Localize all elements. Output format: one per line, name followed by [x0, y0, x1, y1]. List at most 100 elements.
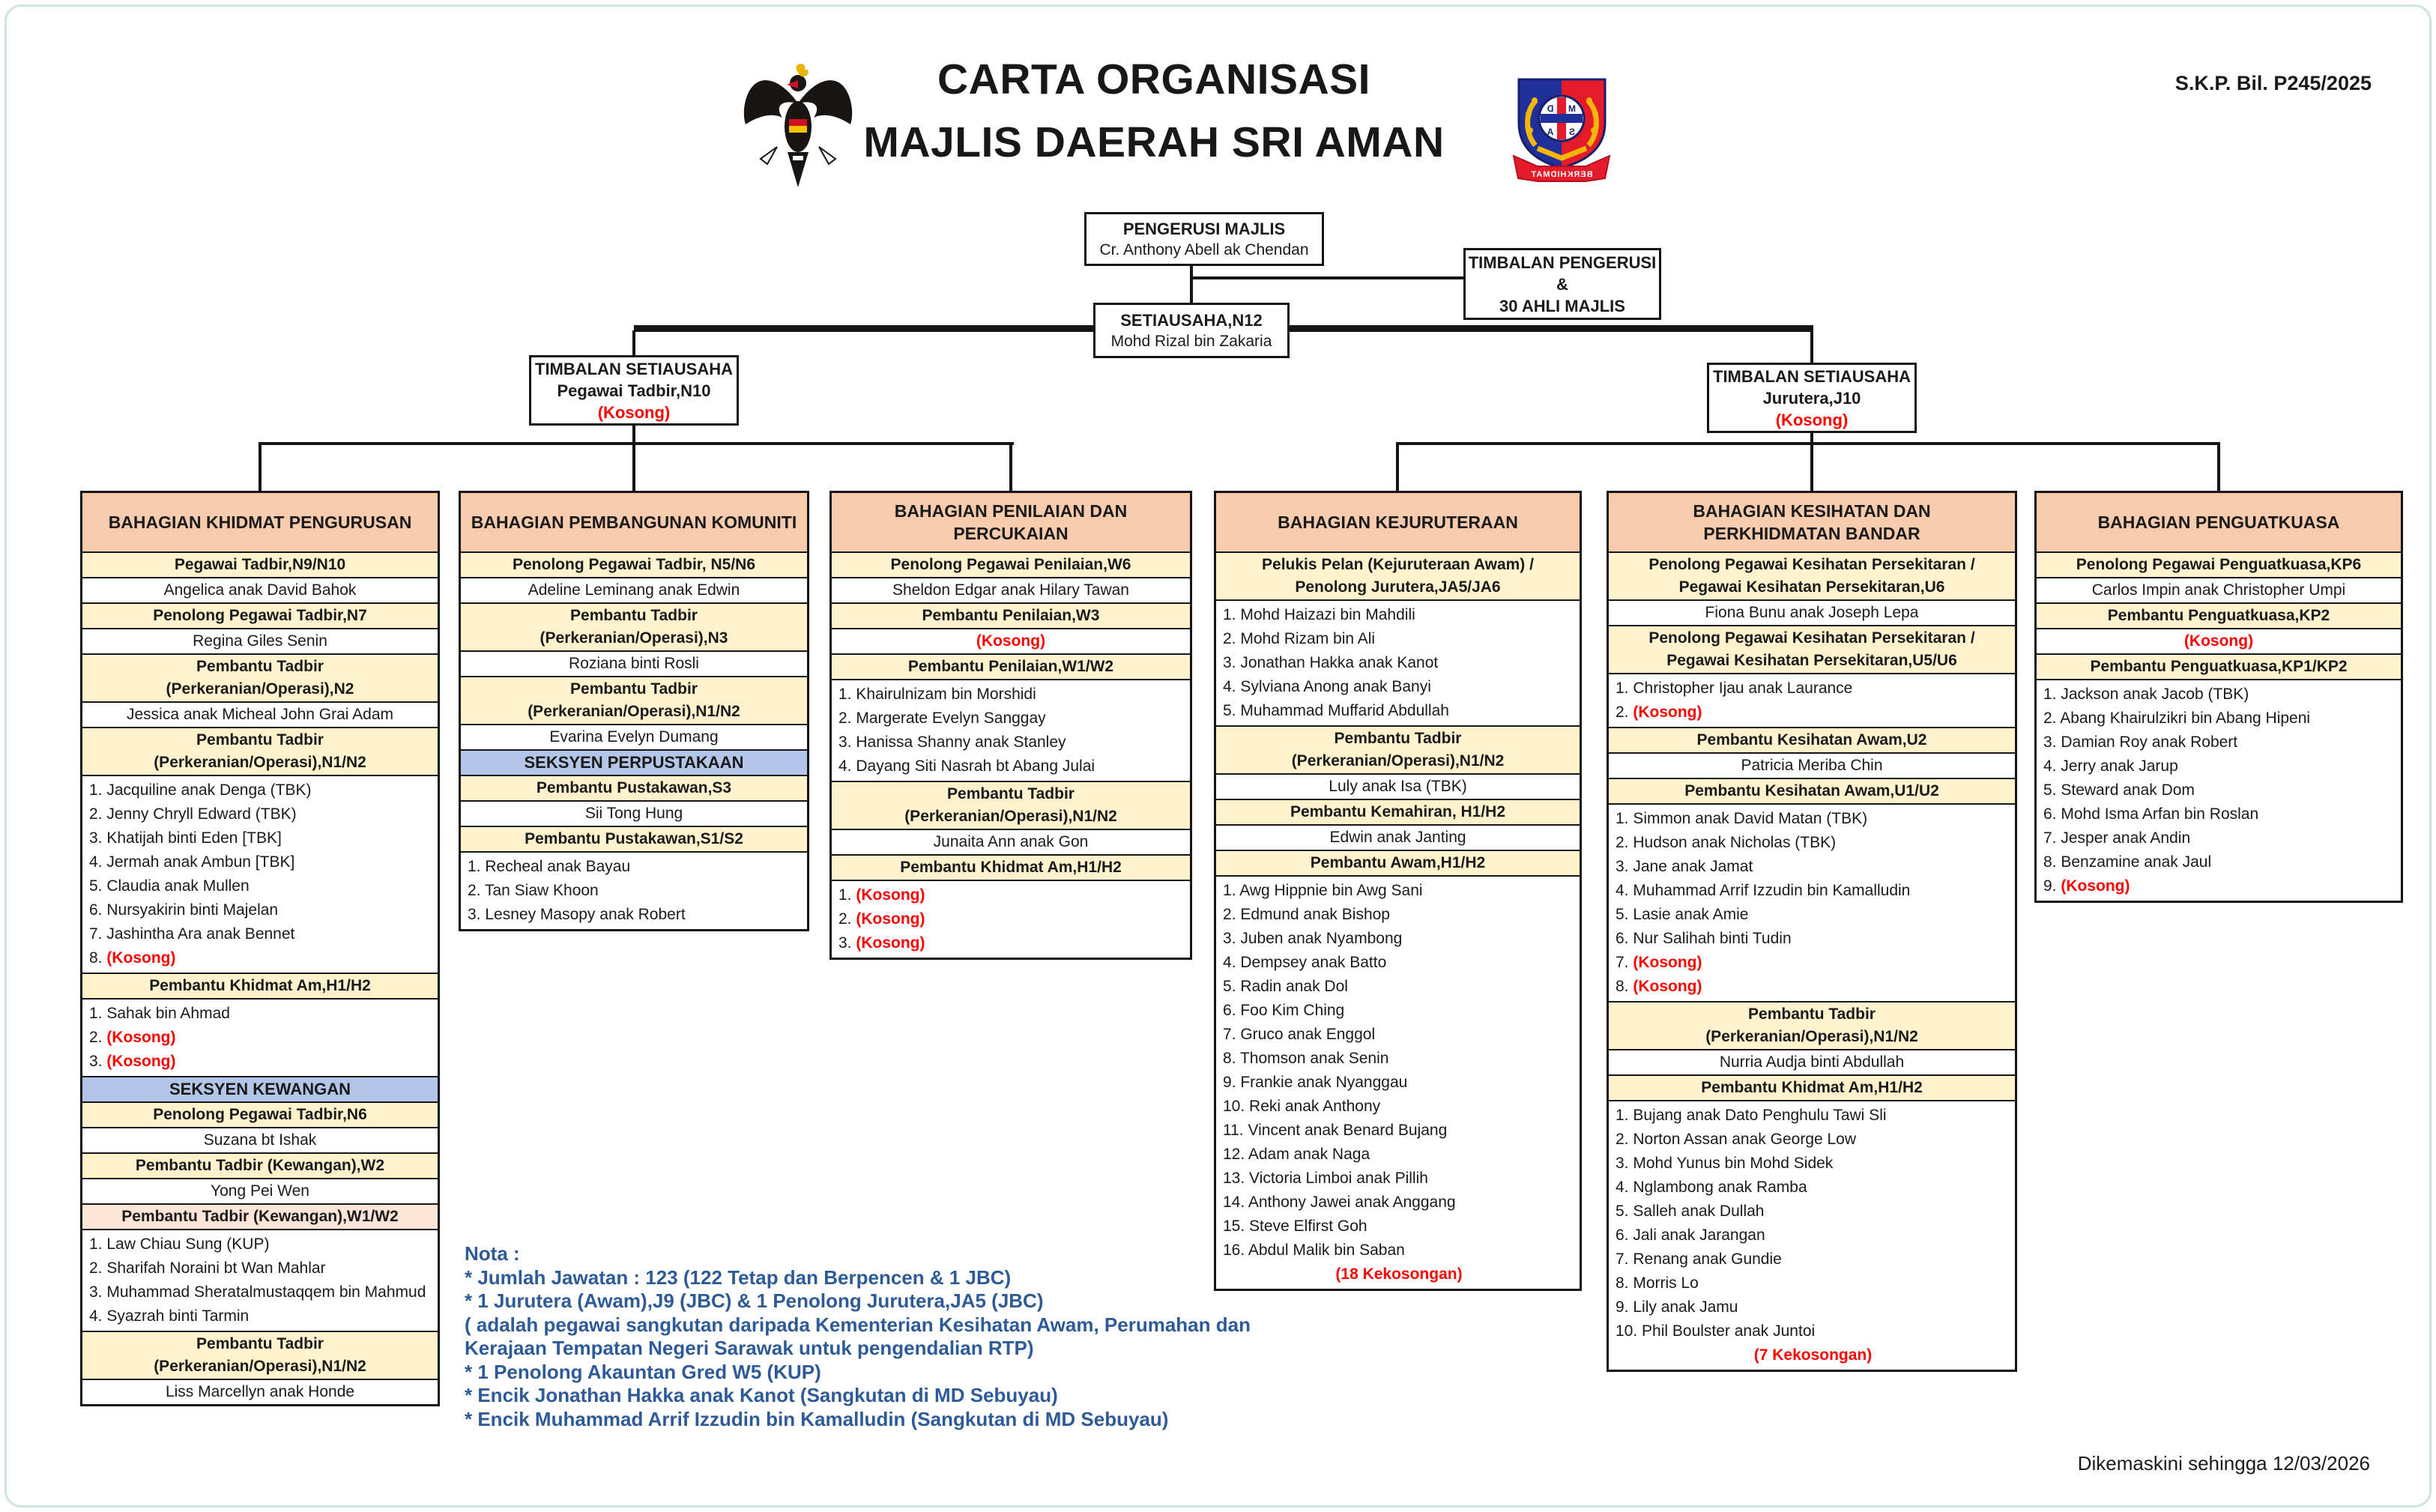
staff-list-item: 7. Gruco anak Enggol [1223, 1026, 1376, 1043]
staff-list-item: 11. Vincent anak Benard Bujang [1223, 1122, 1448, 1139]
role-header: Pembantu Tadbir(Perkeranian/Operasi),N1/… [461, 676, 807, 724]
role-header: Penolong Pegawai Tadbir, N5/N6 [461, 551, 807, 577]
staff-list: 1. Law Chiau Sung (KUP) 2. Sharifah Norai… [82, 1229, 438, 1331]
svg-text:D: D [1547, 103, 1553, 114]
svg-text:A: A [1547, 127, 1553, 137]
staff-list-item: 16. Abdul Malik bin Saban [1223, 1242, 1405, 1259]
bahagian-header: BAHAGIAN KEJURUTERAAN [1216, 493, 1580, 551]
staff-list-item: 2. (Kosong) [1616, 704, 1702, 721]
role-header: Pembantu Kemahiran, H1/H2 [1216, 799, 1580, 824]
ts-left-role: Pegawai Tadbir,N10 [557, 381, 711, 400]
role-header: Pembantu Tadbir(Perkeranian/Operasi),N1/… [1216, 725, 1580, 773]
section-header: SEKSYEN KEWANGAN [82, 1076, 438, 1101]
staff-name: Carlos Impin anak Christopher Umpi [2037, 577, 2401, 602]
bahagian-header: BAHAGIAN PENGUATKUASA [2037, 493, 2401, 551]
staff-list-item: 1. Mohd Haizazi bin Mahdili [1223, 606, 1415, 623]
staff-list-item: 2. (Kosong) [838, 910, 925, 928]
role-header: Pembantu Kesihatan Awam,U1/U2 [1609, 778, 2015, 803]
role-header: Pembantu Tadbir(Perkeranian/Operasi),N1/… [1609, 1001, 2015, 1049]
staff-list-item: 2. Tan Siaw Khoon [468, 882, 599, 899]
role-header: Penolong Pegawai Kesihatan Persekitaran … [1609, 551, 2015, 599]
vacancy-count: (18 Kekosongan) [1335, 1265, 1463, 1283]
connector-line [1810, 444, 1813, 491]
staff-list-item: 5. Radin anak Dol [1223, 978, 1348, 995]
staff-list-item: 2. Sharifah Noraini bt Wan Mahlar [89, 1260, 326, 1277]
staff-list-item: 7. Renang anak Gundie [1616, 1251, 1782, 1268]
role-header: Pembantu Tadbir(Perkeranian/Operasi),N1/… [82, 727, 438, 775]
staff-list-item: 3. Jonathan Hakka anak Kanot [1223, 654, 1439, 671]
staff-list-item: 3. Lesney Masopy anak Robert [468, 906, 686, 923]
role-header: Penolong Pegawai Kesihatan Persekitaran … [1609, 625, 2015, 673]
role-header: Pembantu Tadbir(Perkeranian/Operasi),N3 [461, 602, 807, 650]
staff-list-item: 2. Edmund anak Bishop [1223, 906, 1390, 923]
staff-list-item: 3. Jane anak Jamat [1616, 858, 1753, 875]
staff-list-item: 8. (Kosong) [89, 949, 176, 967]
staff-name: Luly anak Isa (TBK) [1216, 773, 1580, 799]
role-header: Pembantu Penilaian,W1/W2 [832, 653, 1190, 679]
ts-left-title: TIMBALAN SETIAUSAHA [535, 359, 733, 378]
staff-list-item: 5. Salleh anak Dullah [1616, 1203, 1765, 1220]
staff-list-item: 2. Jenny Chryll Edward (TBK) [89, 805, 297, 823]
setiausaha-name: Mohd Rizal bin Zakaria [1110, 332, 1272, 350]
staff-list-item: 1. Law Chiau Sung (KUP) [89, 1236, 270, 1253]
staff-list-item: 6. Nursyakirin binti Majelan [89, 901, 279, 919]
staff-list-item: 5. Lasie anak Amie [1616, 906, 1749, 923]
staff-list-item: 1. Jacquiline anak Denga (TBK) [89, 781, 312, 799]
staff-name: Sheldon Edgar anak Hilary Tawan [832, 577, 1190, 602]
connector-line [632, 444, 635, 491]
connector-line [1396, 442, 2220, 445]
staff-list-item: 7. Jesper anak Andin [2043, 829, 2191, 847]
staff-list-item: 4. Jerry anak Jarup [2043, 757, 2178, 775]
staff-list-item: 5. Muhammad Muffarid Abdullah [1223, 702, 1449, 719]
staff-name: Edwin anak Janting [1216, 824, 1580, 850]
staff-list-item: 9. (Kosong) [2043, 877, 2130, 895]
staff-list-item: 8. Morris Lo [1616, 1274, 1699, 1292]
timbalan-setiausaha-left-box: TIMBALAN SETIAUSAHA Pegawai Tadbir,N10 (… [529, 355, 739, 426]
role-header: Pembantu Khidmat Am,H1/H2 [832, 854, 1190, 880]
staff-list-item: 8. (Kosong) [1616, 978, 1702, 995]
staff-list: 1. Jacquiline anak Denga (TBK) 2. Jenny C… [82, 775, 438, 973]
nota-line: Kerajaan Tempatan Negeri Sarawak untuk p… [465, 1337, 1034, 1359]
staff-name: Evarina Evelyn Dumang [461, 724, 807, 749]
staff-name: Regina Giles Senin [82, 628, 438, 653]
staff-name: (Kosong) [832, 628, 1190, 653]
role-header: Pembantu Tadbir (Kewangan),W2 [82, 1152, 438, 1178]
staff-name: Junaita Ann anak Gon [832, 829, 1190, 854]
nota-line: * 1 Jurutera (Awam),J9 (JBC) & 1 Penolon… [465, 1289, 1044, 1312]
staff-list: 1. Simmon anak David Matan (TBK)2. Hudso… [1609, 803, 2015, 1001]
ts-right-role: Jurutera,J10 [1762, 388, 1861, 408]
role-header: Pembantu Khidmat Am,H1/H2 [82, 973, 438, 998]
role-header: Pegawai Tadbir,N9/N10 [82, 551, 438, 577]
page-title-line1: CARTA ORGANISASI [937, 55, 1370, 103]
nota-heading: Nota : [465, 1242, 520, 1265]
staff-list-item: 3. (Kosong) [89, 1053, 176, 1070]
staff-list-item: 4. Jermah anak Ambun [TBK] [89, 853, 295, 871]
staff-list-item: 1. Recheal anak Bayau [468, 858, 631, 875]
staff-list-item: 10. Reki anak Anthony [1223, 1098, 1381, 1115]
staff-name: Patricia Meriba Chin [1609, 752, 2015, 778]
role-header: Penolong Pegawai Tadbir,N6 [82, 1101, 438, 1127]
nota-block: Nota : * Jumlah Jawatan : 123 (122 Tetap… [465, 1242, 1304, 1431]
role-header: Pembantu Pustakawan,S1/S2 [461, 826, 807, 851]
role-header: Pembantu Tadbir(Perkeranian/Operasi),N1/… [82, 1331, 438, 1379]
staff-list-item: 7. Jashintha Ara anak Bennet [89, 925, 295, 943]
ts-left-status: (Kosong) [597, 402, 671, 422]
role-header: Pembantu Tadbir (Kewangan),W1/W2 [82, 1203, 438, 1229]
connector-line [1190, 264, 1193, 304]
setiausaha-box: SETIAUSAHA,N12 Mohd Rizal bin Zakaria [1093, 303, 1290, 358]
section-header: SEKSYEN PERPUSTAKAAN [461, 749, 807, 775]
nota-line: * Encik Muhammad Arrif Izzudin bin Kamal… [465, 1407, 1169, 1430]
role-header: Pembantu Pustakawan,S3 [461, 775, 807, 800]
pengerusi-box: PENGERUSI MAJLIS Cr. Anthony Abell ak Ch… [1084, 212, 1324, 266]
staff-list-item: 4. Sylviana Anong anak Banyi [1223, 678, 1431, 695]
role-header: Pembantu Penilaian,W3 [832, 602, 1190, 628]
staff-list-item: 6. Jali anak Jarangan [1616, 1227, 1765, 1244]
staff-list-item: 4. Dayang Siti Nasrah bt Abang Julai [838, 757, 1095, 775]
staff-list-item: 14. Anthony Jawei anak Anggang [1223, 1194, 1456, 1211]
sarawak-crest-icon [743, 64, 853, 187]
